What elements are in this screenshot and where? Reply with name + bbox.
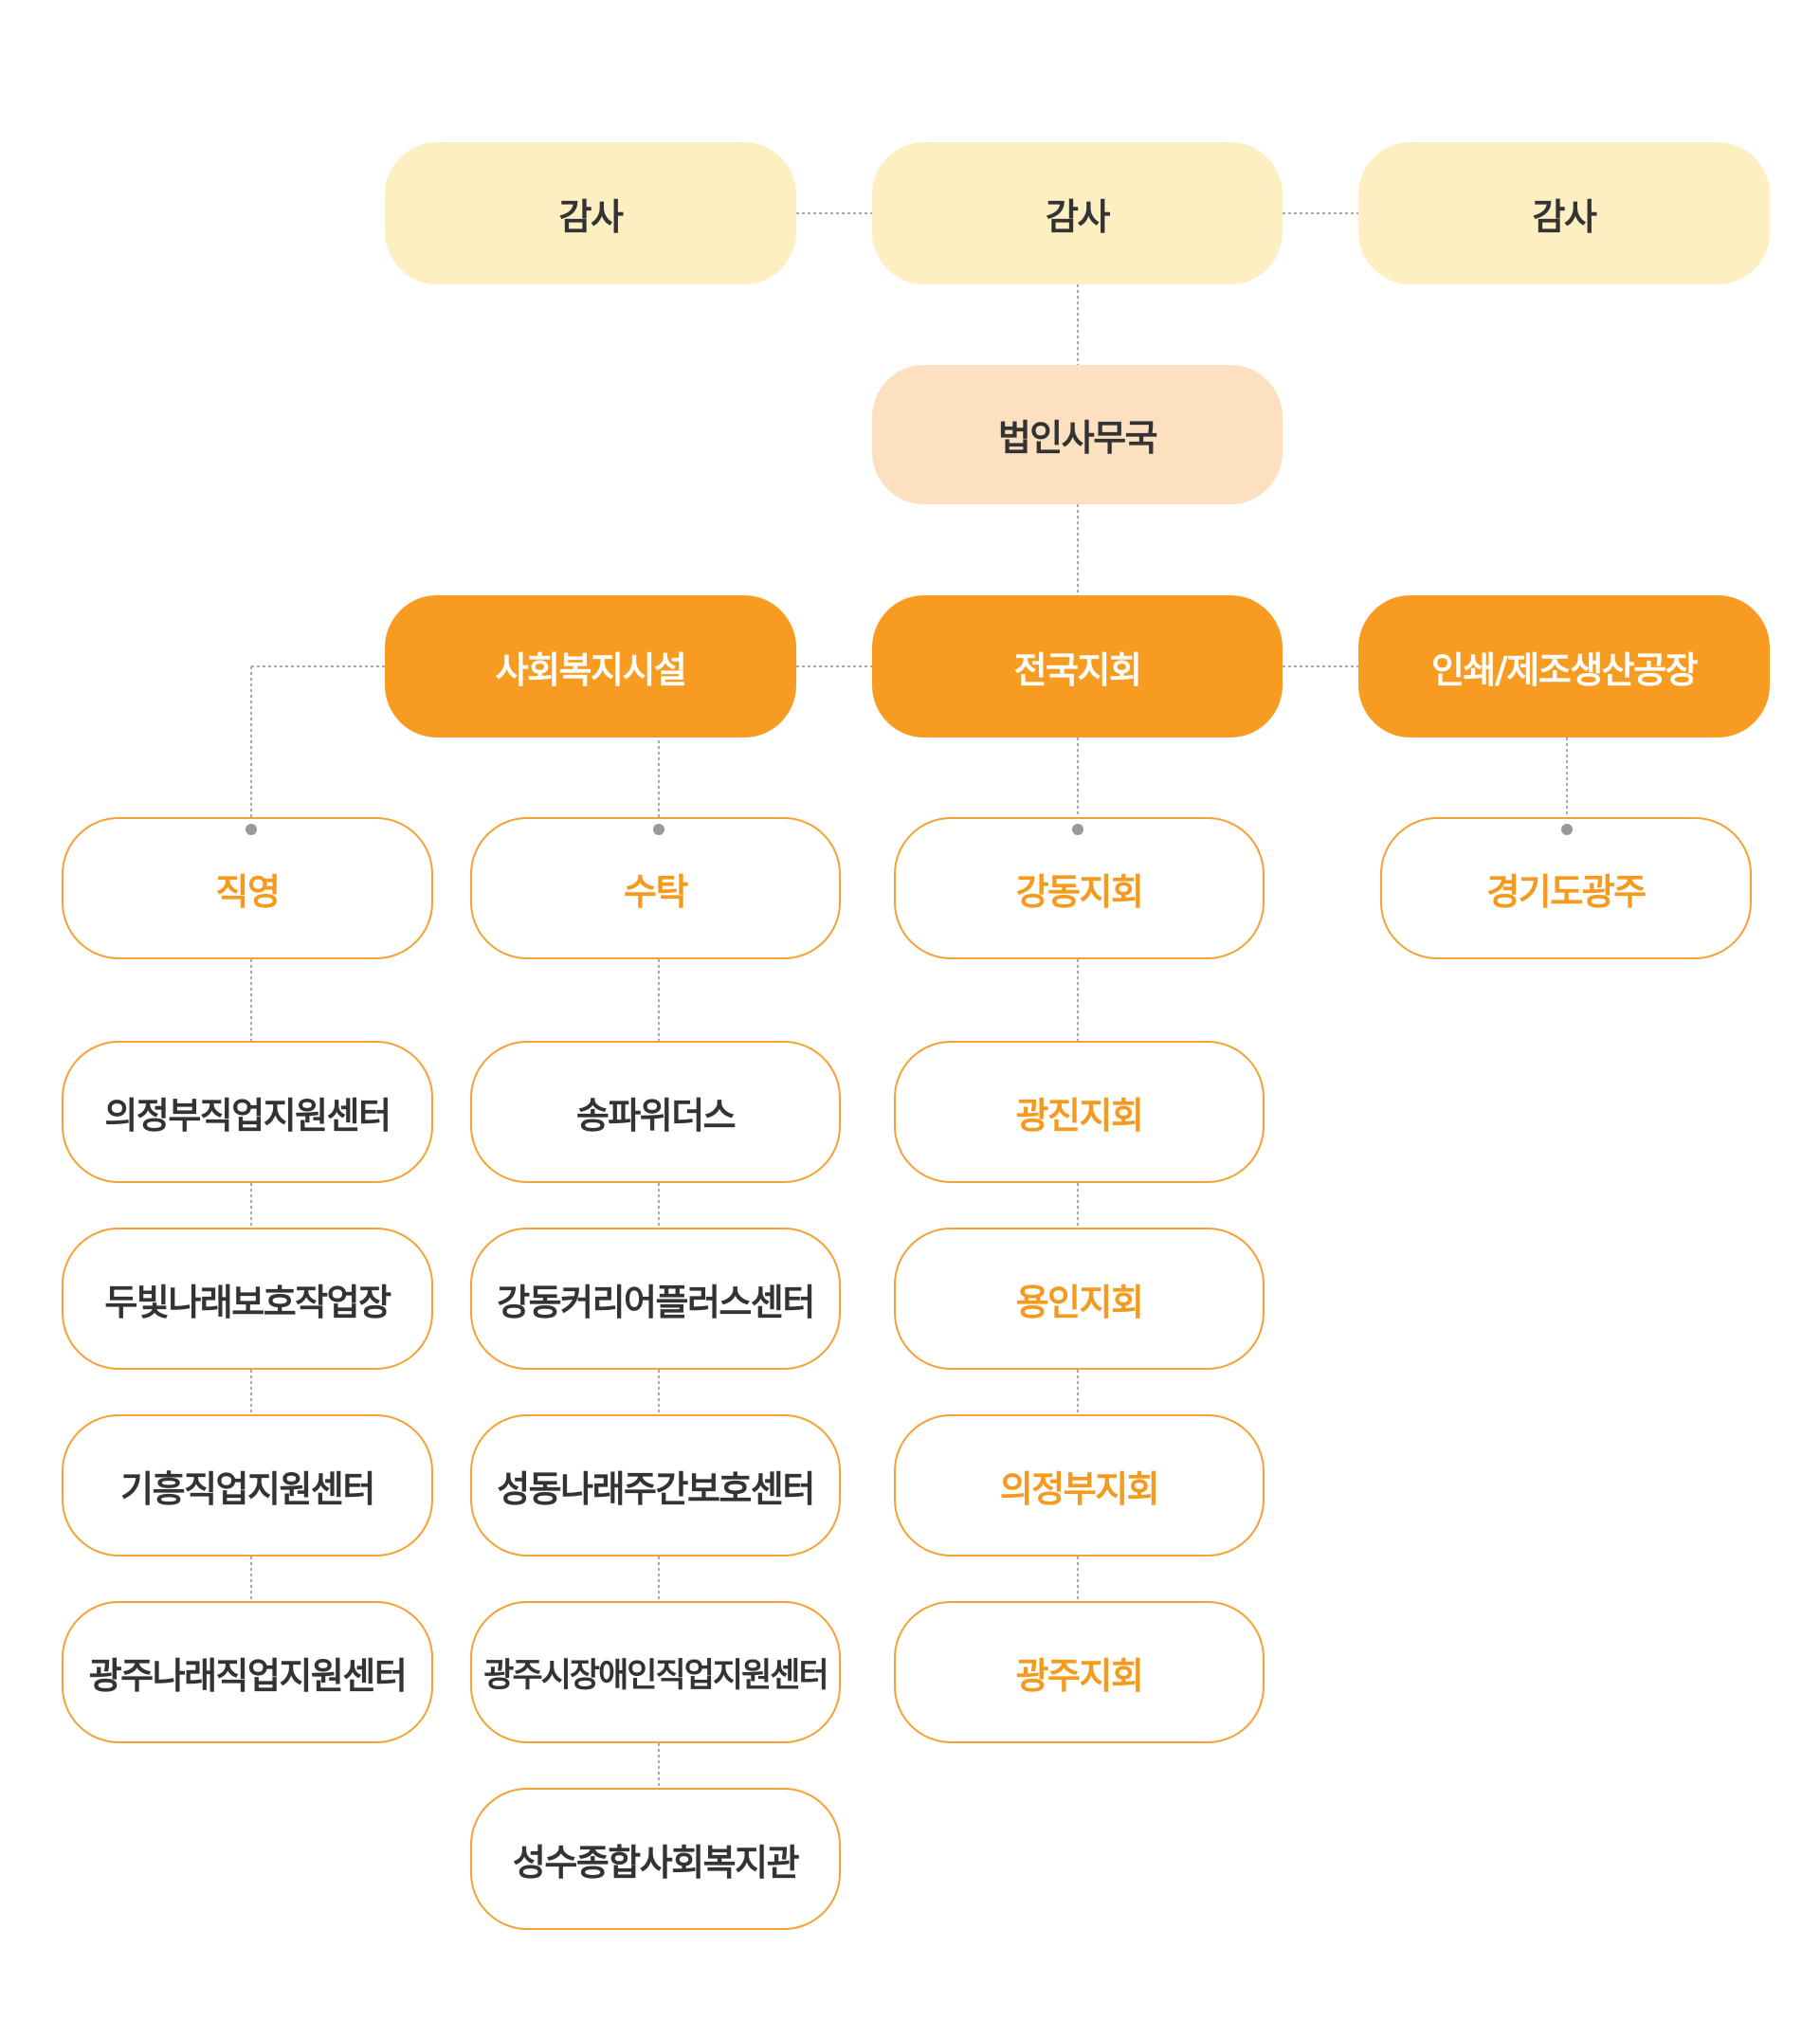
welfare-facilities-label: 사회복지시설 [495,648,687,691]
facility-label: 광주시장애인직업지원센터 [483,1656,828,1695]
direct-operation-label: 직영 [215,870,281,913]
auditor-label-left: 감사 [558,195,624,238]
facility-label: 성수종합사회복지관 [512,1841,800,1884]
facility-box: 성동나래주간보호센터 [470,1414,841,1557]
connector-dot [653,824,664,835]
branch-label: 광진지회 [1015,1094,1144,1137]
branch-label: 강동지회 [1015,870,1144,913]
facility-box: 강동커리어플러스센터 [470,1228,841,1370]
facility-box: 성수종합사회복지관 [470,1788,841,1930]
connector-dot [246,824,257,835]
facility-box: 두빛나래보호작업장 [62,1228,433,1370]
branch-box: 의정부지회 [894,1414,1265,1557]
facility-box: 의정부직업지원센터 [62,1041,433,1183]
branch-box: 광진지회 [894,1041,1265,1183]
commissioned-box: 수탁 [470,817,841,959]
facility-box: 기흥직업지원센터 [62,1414,433,1557]
branch-label: 용인지회 [1015,1281,1144,1323]
facility-box: 송파위더스 [470,1041,841,1183]
facility-label: 기흥직업지원센터 [120,1467,375,1510]
factory-label: 인쇄/제조생산공장 [1430,648,1699,691]
branch-label: 의정부지회 [999,1467,1160,1510]
facility-label: 송파위더스 [575,1094,737,1137]
direct-operation-box: 직영 [62,817,433,959]
connector-dot [1561,824,1573,835]
factory-site-label: 경기도광주 [1486,870,1647,913]
branch-box: 강동지회 [894,817,1265,959]
national-branches-label: 전국지회 [1013,648,1142,691]
facility-label: 성동나래주간보호센터 [497,1467,815,1510]
corporate-office-label: 법인사무국 [997,417,1158,459]
facility-label: 두빛나래보호작업장 [104,1281,391,1323]
facility-box: 광주시장애인직업지원센터 [470,1601,841,1743]
auditor-label-center: 감사 [1046,195,1110,238]
welfare-facilities-box: 사회복지시설 [385,595,796,737]
facility-box: 광주나래직업지원센터 [62,1601,433,1743]
commissioned-label: 수탁 [624,870,688,913]
factory-site-box: 경기도광주 [1380,817,1752,959]
branch-box: 용인지회 [894,1228,1265,1370]
auditor-box-left: 감사 [385,142,796,284]
factory-box: 인쇄/제조생산공장 [1358,595,1770,737]
connector-dot [1072,824,1083,835]
facility-label: 의정부직업지원센터 [104,1094,391,1137]
corporate-office-box: 법인사무국 [872,365,1283,504]
facility-label: 강동커리어플러스센터 [497,1281,815,1323]
branch-label: 광주지회 [1015,1654,1144,1697]
auditor-label-right: 감사 [1532,195,1597,238]
facility-label: 광주나래직업지원센터 [88,1654,408,1697]
national-branches-box: 전국지회 [872,595,1283,737]
branch-box: 광주지회 [894,1601,1265,1743]
auditor-box-center: 감사 [872,142,1283,284]
auditor-box-right: 감사 [1358,142,1770,284]
